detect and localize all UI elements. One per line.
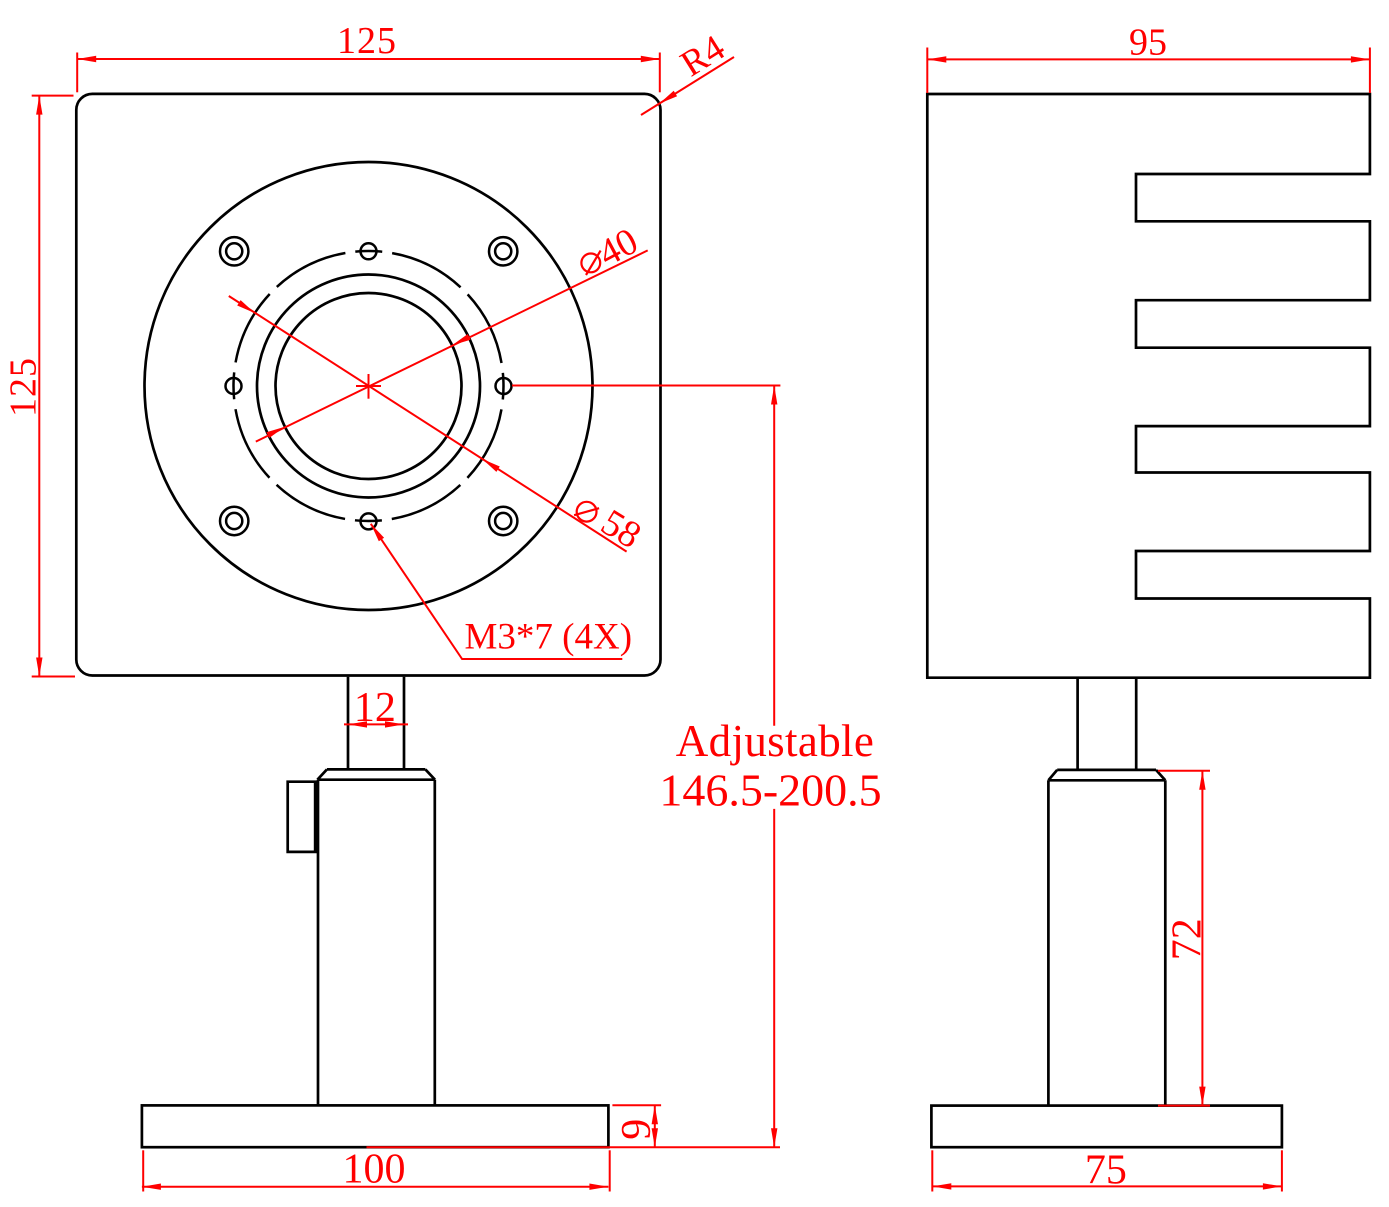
svg-text:75: 75 (1085, 1147, 1127, 1193)
svg-text:12: 12 (354, 685, 396, 731)
svg-text:125: 125 (337, 20, 397, 62)
svg-text:100: 100 (343, 1147, 406, 1193)
svg-text:Adjustable: Adjustable (676, 716, 874, 766)
svg-text:125: 125 (3, 357, 45, 417)
svg-text:146.5-200.5: 146.5-200.5 (659, 765, 881, 816)
svg-text:95: 95 (1129, 22, 1167, 64)
svg-text:M3*7 (4X): M3*7 (4X) (465, 617, 633, 658)
svg-text:72: 72 (1165, 918, 1211, 960)
svg-text:9: 9 (614, 1119, 660, 1140)
